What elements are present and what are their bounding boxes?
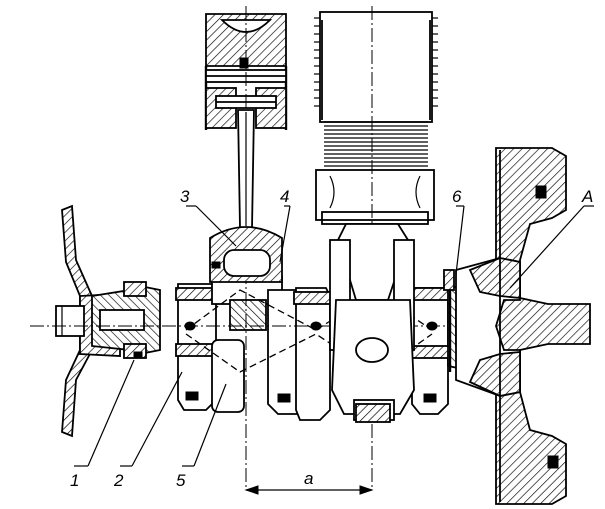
callout-3: 3 [180, 187, 237, 247]
callout-4: 4 [279, 187, 291, 263]
callout-5: 5 [176, 383, 227, 490]
callout-1-label: 1 [70, 471, 79, 490]
crank-web-3 [293, 287, 333, 421]
callout-A-label: A [581, 187, 593, 206]
dimension-a-label: a [304, 469, 313, 488]
dimension-a: a [244, 469, 374, 495]
callout-5-label: 5 [176, 471, 186, 490]
callout-1: 1 [70, 359, 135, 490]
main-bearing [229, 299, 267, 331]
callout-A: A [509, 187, 594, 289]
flywheel [455, 147, 591, 505]
front-shaft-end [91, 281, 161, 359]
crank-web-4 [409, 287, 451, 415]
callout-6-label: 6 [452, 187, 462, 206]
right-cylinder [314, 11, 438, 225]
callout-3-label: 3 [180, 187, 190, 206]
callout-2: 2 [113, 371, 183, 490]
callout-4-label: 4 [280, 187, 289, 206]
left-connecting-rod [209, 109, 283, 283]
right-connecting-rod [329, 223, 415, 423]
callout-2-label: 2 [113, 471, 124, 490]
callout-6: 6 [452, 187, 465, 275]
